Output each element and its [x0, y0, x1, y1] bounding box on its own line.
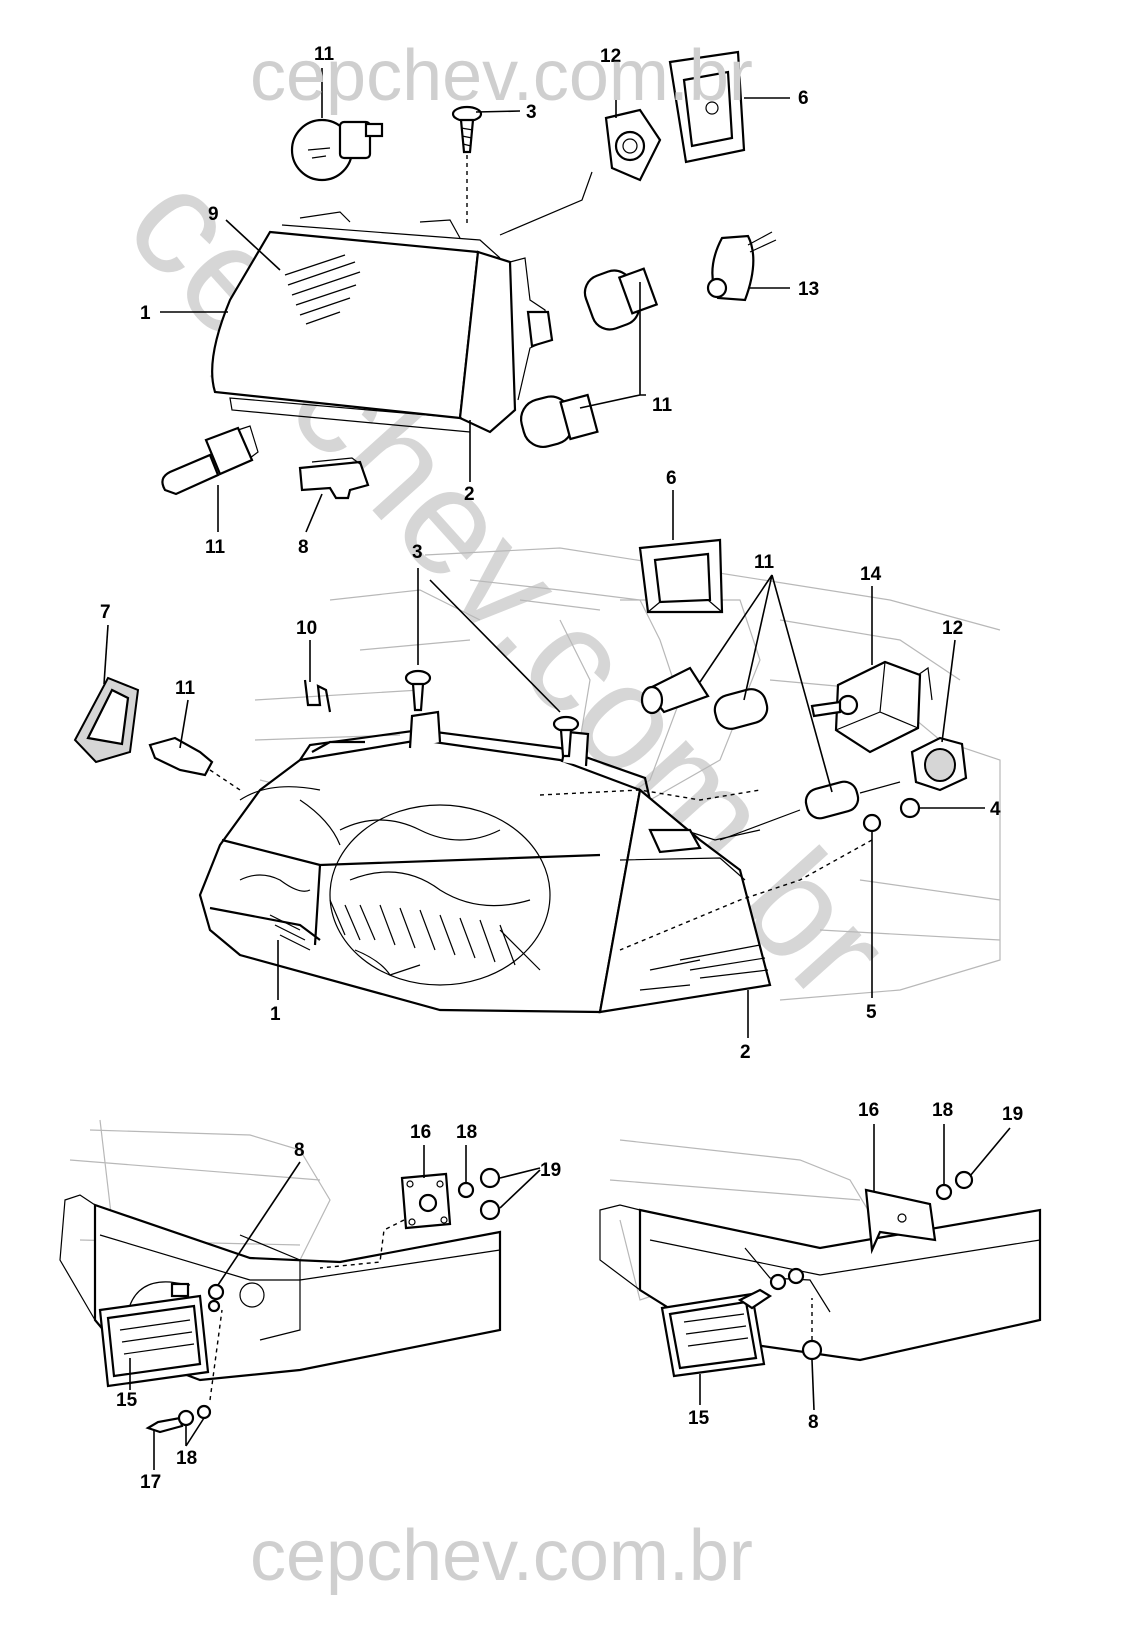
- callout-3: 3: [412, 542, 423, 563]
- callout-15: 15: [688, 1408, 710, 1429]
- callout-18: 18: [456, 1122, 477, 1143]
- headlamp-top-view: [211, 211, 554, 434]
- callout-10: 10: [296, 618, 317, 639]
- leader-lines: [103, 68, 1011, 1470]
- callout-15: 15: [116, 1390, 138, 1411]
- callout-18: 18: [176, 1448, 197, 1469]
- callout-11: 11: [175, 678, 196, 699]
- bulb-11-h4: [161, 425, 259, 496]
- callout-4: 4: [990, 799, 1001, 820]
- screws-3-mid: [404, 568, 580, 758]
- bulb-13: [706, 231, 777, 302]
- bulb-11-mid-left: [148, 736, 241, 791]
- callout-16: 16: [410, 1122, 431, 1143]
- cover-7: [73, 676, 140, 764]
- socket-12-top: [604, 108, 662, 182]
- callout-6: 6: [666, 468, 677, 489]
- bumper-left-assembly: [59, 1119, 502, 1434]
- callout-8: 8: [294, 1140, 305, 1161]
- callout-2: 2: [740, 1042, 751, 1063]
- headlamp-main: [198, 710, 772, 1014]
- callout-8: 8: [808, 1412, 819, 1433]
- callout-12: 12: [942, 618, 963, 639]
- washer-5: [862, 813, 882, 833]
- callout-6: 6: [798, 88, 809, 109]
- bulb-11-upper-right: [583, 267, 659, 331]
- watermark-top: cepchev.com.br: [250, 36, 753, 116]
- bulbs-11-mid-cluster: [640, 666, 901, 841]
- callout-1: 1: [140, 303, 151, 324]
- clip-10: [303, 679, 332, 713]
- callout-11: 11: [754, 552, 775, 573]
- bumper-right-assembly: [599, 1139, 1042, 1378]
- bulb-11-top: [290, 118, 384, 182]
- callout-19: 19: [540, 1160, 561, 1181]
- callout-8: 8: [298, 537, 309, 558]
- socket-12-mid: [910, 736, 968, 792]
- callout-18: 18: [932, 1100, 953, 1121]
- callout-11: 11: [205, 537, 226, 558]
- callout-11: 11: [652, 395, 673, 416]
- callout-labels: 11 3 12 6 9 1 13 11 11 8 2 6 3 11 14 10 …: [100, 44, 1023, 1493]
- callout-11: 11: [314, 44, 335, 65]
- callout-19: 19: [1002, 1104, 1023, 1125]
- callout-13: 13: [798, 279, 819, 300]
- callout-1: 1: [270, 1004, 281, 1025]
- callout-5: 5: [866, 1002, 877, 1023]
- washer-4: [899, 797, 921, 819]
- callout-9: 9: [208, 204, 219, 225]
- watermark-bottom: cepchev.com.br: [250, 1516, 753, 1596]
- cover-6-mid: [638, 538, 724, 614]
- callout-16: 16: [858, 1100, 879, 1121]
- switch-14: [810, 660, 933, 754]
- screw-3-top: [451, 105, 483, 225]
- callout-7: 7: [100, 602, 111, 623]
- callout-17: 17: [140, 1472, 161, 1493]
- callout-14: 14: [860, 564, 882, 585]
- bulb-11-lower-right: [520, 393, 599, 448]
- cover-6-top: [668, 50, 746, 164]
- callout-2: 2: [464, 484, 475, 505]
- callout-12: 12: [600, 46, 621, 67]
- clip-8-top: [298, 457, 370, 500]
- callout-3: 3: [526, 102, 537, 123]
